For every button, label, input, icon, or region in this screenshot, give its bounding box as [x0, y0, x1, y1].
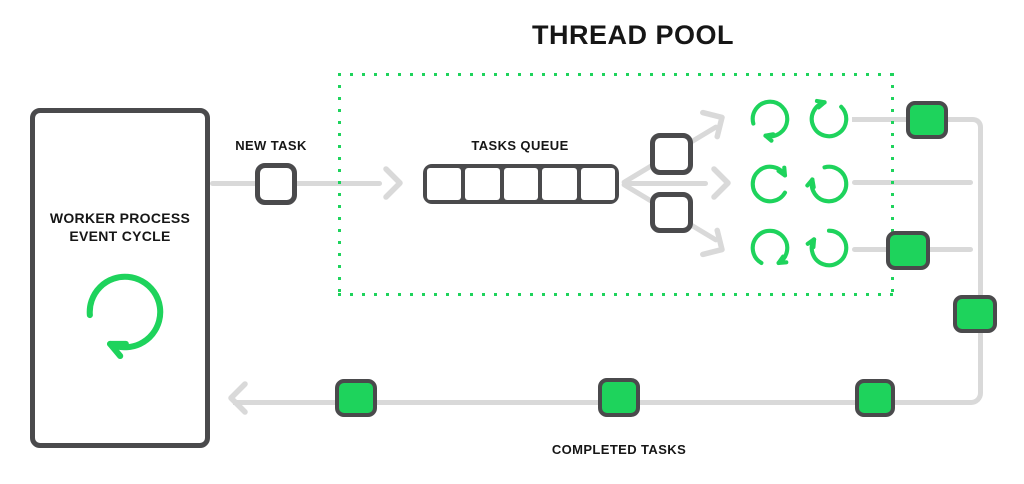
worker-process-box: WORKER PROCESS EVENT CYCLE — [30, 108, 210, 448]
tasks-queue-label: TASKS QUEUE — [471, 138, 569, 153]
dispatched-task-square — [650, 192, 693, 233]
completed-tasks-label: COMPLETED TASKS — [551, 442, 687, 457]
queue-slot — [503, 168, 539, 200]
queue-slot — [542, 168, 577, 200]
worker-process-label-line1: WORKER PROCESS — [49, 210, 191, 226]
worker-process-label: WORKER PROCESS EVENT CYCLE — [35, 209, 205, 246]
connector-thread2-to-rail — [852, 180, 973, 185]
new-task-square — [255, 163, 297, 205]
queue-slot — [465, 168, 500, 200]
thread-cycle-icon — [750, 99, 790, 143]
arrow-left-icon — [228, 381, 248, 415]
event-cycle-icon — [86, 273, 164, 360]
worker-process-label-line2: EVENT CYCLE — [69, 228, 171, 245]
thread-cycle-icon — [805, 228, 849, 268]
completed-task-square — [855, 379, 895, 417]
new-task-label: NEW TASK — [235, 138, 307, 153]
diagram-title: THREAD POOL — [531, 20, 734, 50]
queue-slot — [427, 168, 462, 200]
thread-cycle-icon — [809, 98, 849, 139]
dispatched-task-square — [650, 133, 693, 175]
completed-task-square — [598, 378, 640, 417]
thread-cycle-icon — [805, 164, 849, 204]
completed-task-square — [953, 295, 997, 333]
thread-cycle-icon — [750, 164, 788, 204]
completed-task-square — [886, 231, 930, 270]
tasks-queue-box — [423, 164, 619, 204]
queue-slot — [580, 168, 616, 200]
completed-task-square — [906, 101, 948, 139]
thread-cycle-icon — [750, 228, 790, 266]
completed-task-square — [335, 379, 377, 417]
